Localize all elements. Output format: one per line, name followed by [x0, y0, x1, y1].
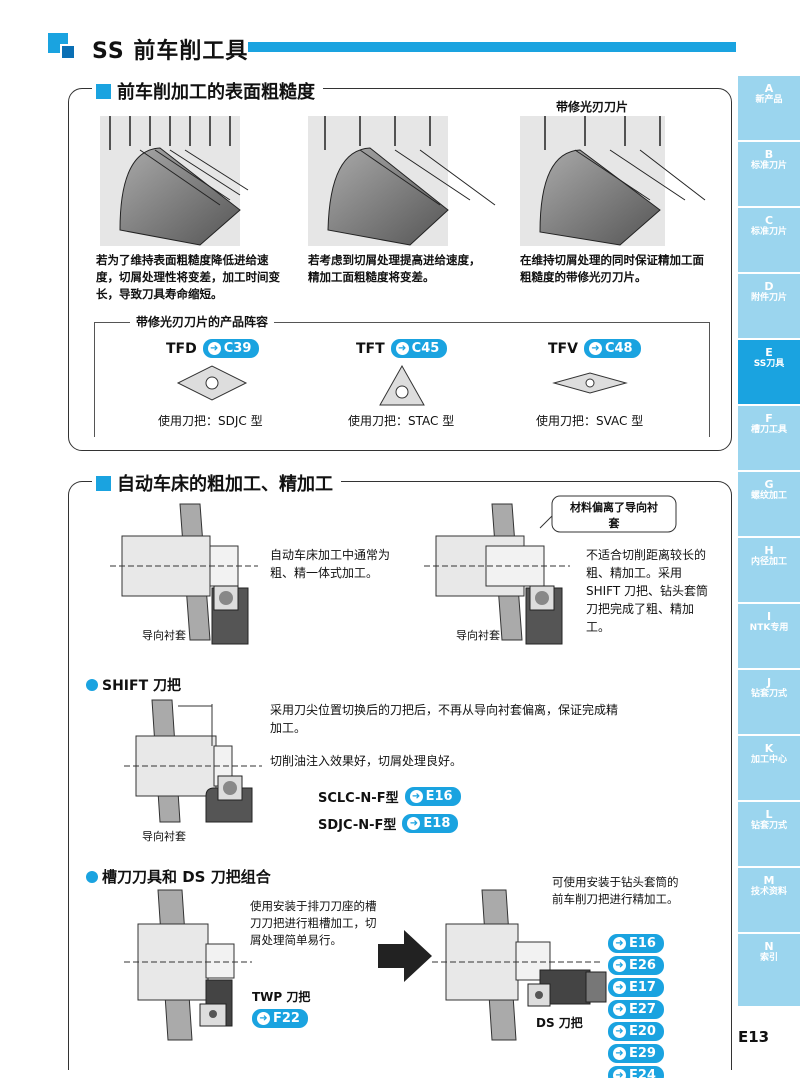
arrow-right-icon: ➜ — [613, 937, 626, 950]
page-title: SS 前车削工具 — [92, 39, 249, 64]
arrow-right-icon: ➜ — [613, 959, 626, 972]
triangle-insert-icon — [379, 364, 425, 406]
desc-right: 不适合切削距离较长的粗、精加工。采用SHIFT 刀把、钻头套筒刀把完成了粗、精加… — [586, 548, 709, 634]
arrow-right-icon: ➜ — [613, 981, 626, 994]
section1-title: 前车削加工的表面粗糙度 — [92, 78, 323, 104]
ref-badge[interactable]: ➜E16 — [404, 787, 461, 806]
groove-illus-left — [124, 889, 252, 1041]
shift-model-2: SDJC-N-F型 ➜E18 — [318, 814, 459, 833]
arrow-right-icon: ➜ — [613, 1069, 626, 1078]
shift-title: SHIFT 刀把 — [86, 675, 181, 695]
arrow-right-icon: ➜ — [409, 790, 423, 803]
arrow-right-icon — [378, 930, 432, 982]
product-tft: TFT ➜C45 — [356, 339, 448, 358]
header-accent-2 — [60, 44, 76, 60]
arrow-right-icon: ➜ — [257, 1012, 270, 1025]
caption-3: 在维持切屑处理的同时保证精加工面粗糙度的带修光刃刀片。 — [520, 253, 704, 284]
ref-badge[interactable]: ➜E27 — [608, 1000, 664, 1019]
ds-label: DS 刀把 — [536, 1016, 583, 1030]
desc-left: 自动车床加工中通常为粗、精一体式加工。 — [270, 548, 391, 580]
arrow-right-icon: ➜ — [407, 817, 421, 830]
arrow-right-icon: ➜ — [613, 1025, 626, 1038]
ref-badge[interactable]: ➜C39 — [202, 339, 260, 358]
ref-badge[interactable]: ➜E24 — [608, 1066, 664, 1078]
lineup-box-top — [94, 322, 710, 323]
ref-badge[interactable]: ➜E17 — [608, 978, 664, 997]
rhombus-insert-icon — [552, 372, 628, 394]
roughness-illus-low-feed — [100, 116, 249, 246]
bullet-dot — [86, 679, 98, 691]
guide-bush-illus-right — [424, 503, 570, 645]
ref-badge[interactable]: ➜E16 — [608, 934, 664, 953]
product-tfd: TFD ➜C39 — [166, 339, 260, 358]
arrow-right-icon: ➜ — [613, 1047, 626, 1060]
holder-tfv: 使用刀把：SVAC 型 — [536, 414, 644, 428]
arrow-right-icon: ➜ — [207, 342, 221, 355]
lineup-title: 带修光刃刀片的产品阵容 — [130, 313, 275, 330]
surface-roughness-panel — [68, 88, 732, 451]
guide-bush-label-left: 导向衬套 — [142, 629, 186, 642]
product-tfv: TFV ➜C48 — [548, 339, 641, 358]
header-bar — [248, 42, 736, 52]
caption-2: 若考虑到切屑处理提高进给速度，精加工面粗糙度将变差。 — [308, 253, 481, 284]
holder-tft: 使用刀把：STAC 型 — [348, 414, 455, 428]
groove-desc-left: 使用安装于排刀刀座的槽刀刀把进行粗槽加工，切屑处理简单易行。 — [250, 899, 377, 947]
groove-title: 槽刀刀具和 DS 刀把组合 — [86, 866, 271, 887]
ds-refs: ➜E16 ➜E26 ➜E17 ➜E27 ➜E20 ➜E29 ➜E24 — [608, 934, 718, 1078]
bullet-dot — [86, 870, 98, 883]
arrow-right-icon: ➜ — [395, 342, 409, 355]
shift-model-1: SCLC-N-F型 ➜E16 — [318, 787, 461, 806]
guide-bush-illus-left — [110, 503, 258, 645]
section-marker — [96, 475, 111, 491]
ref-badge[interactable]: ➜C45 — [390, 339, 448, 358]
roughness-illus-wiper — [520, 116, 706, 246]
roughness-illus-high-feed — [308, 116, 496, 246]
groove-desc-right: 可使用安装于钻头套筒的前车削刀把进行精加工。 — [552, 875, 679, 906]
guide-bush-label-right: 导向衬套 — [456, 629, 500, 642]
ref-badge[interactable]: ➜E18 — [402, 814, 459, 833]
guide-bush-label-shift: 导向衬套 — [142, 830, 186, 843]
ref-badge[interactable]: ➜E29 — [608, 1044, 664, 1063]
groove-illus-right — [432, 889, 607, 1041]
arrow-right-icon: ➜ — [613, 1003, 626, 1016]
automatic-lathe-panel — [68, 481, 732, 1070]
holder-tfd: 使用刀把：SDJC 型 — [158, 414, 263, 428]
shift-holder-illus — [124, 699, 262, 823]
diamond-insert-icon — [176, 365, 248, 401]
twp-label: TWP 刀把 — [252, 990, 311, 1004]
ref-badge[interactable]: ➜E20 — [608, 1022, 664, 1041]
page-number: E13 — [738, 1028, 770, 1046]
ref-badge[interactable]: ➜C48 — [583, 339, 641, 358]
callout-bubble — [551, 495, 677, 533]
callout-text: 材料偏离了导向衬套 — [570, 501, 658, 530]
section-marker — [96, 83, 111, 99]
ref-badge[interactable]: ➜E26 — [608, 956, 664, 975]
ref-badge[interactable]: ➜F22 — [252, 1009, 308, 1028]
twp-ref: ➜F22 — [252, 1006, 308, 1028]
caption-1: 若为了维持表面粗糙度降低进给速度，切屑处理性将变差，加工时间变长，导致刀具寿命缩… — [96, 253, 280, 301]
shift-desc-1: 采用刀尖位置切换后的刀把后，不再从导向衬套偏离，保证完成精加工。 — [270, 703, 619, 735]
section2-title: 自动车床的粗加工、精加工 — [92, 470, 341, 496]
wiper-label: 带修光刃刀片 — [556, 100, 629, 114]
lineup-box — [94, 322, 710, 437]
shift-desc-2: 切削油注入效果好，切屑处理良好。 — [270, 754, 463, 768]
arrow-right-icon: ➜ — [588, 342, 602, 355]
